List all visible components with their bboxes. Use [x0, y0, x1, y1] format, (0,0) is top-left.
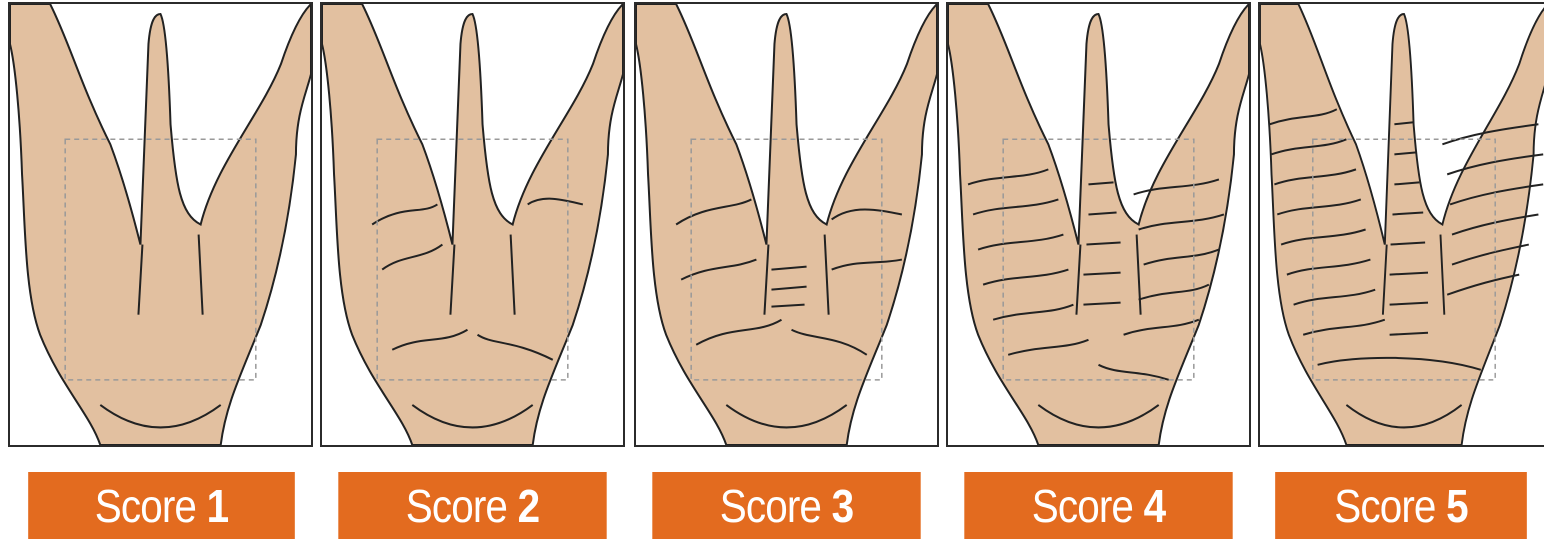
panel-score-4: [946, 2, 1251, 447]
wrinkle-illustration-3: [636, 4, 937, 445]
panel-score-2: [320, 2, 625, 447]
score-label-3: Score 3: [652, 472, 920, 539]
score-label-word: Score: [95, 479, 196, 533]
score-label-number: 2: [518, 479, 540, 533]
panel-score-1: [8, 2, 313, 447]
score-label-4: Score 4: [964, 472, 1232, 539]
score-label-5: Score 5: [1275, 472, 1527, 539]
score-label-number: 1: [207, 479, 229, 533]
score-label-2: Score 2: [338, 472, 606, 539]
score-label-word: Score: [406, 479, 507, 533]
score-label-word: Score: [1032, 479, 1133, 533]
wrinkle-illustration-2: [322, 4, 623, 445]
score-label-number: 5: [1446, 479, 1468, 533]
wrinkle-illustration-1: [10, 4, 311, 445]
wrinkle-illustration-4: [948, 4, 1249, 445]
score-label-1: Score 1: [28, 472, 295, 539]
panel-score-5: [1258, 2, 1544, 447]
panel-score-3: [634, 2, 939, 447]
wrinkle-illustration-5: [1260, 4, 1544, 445]
score-label-number: 4: [1144, 479, 1166, 533]
score-label-word: Score: [1334, 479, 1435, 533]
score-label-word: Score: [720, 479, 821, 533]
score-label-number: 3: [832, 479, 854, 533]
